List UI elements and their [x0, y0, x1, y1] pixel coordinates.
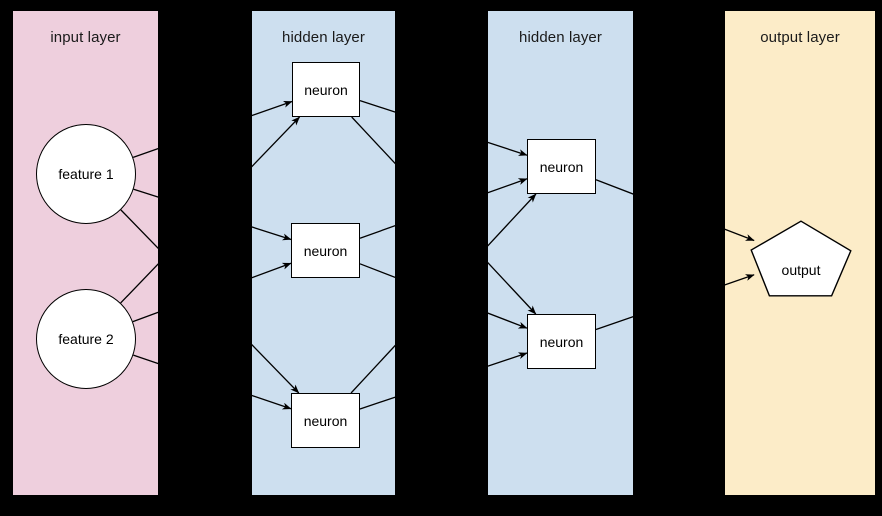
layer-title-input: input layer: [50, 29, 121, 46]
node-f1[interactable]: feature 1: [36, 124, 136, 224]
layer-title-hidden2: hidden layer: [519, 29, 602, 46]
layer-panel-input: input layer: [13, 11, 158, 495]
node-h2a[interactable]: neuron: [527, 139, 596, 194]
node-h1b[interactable]: neuron: [291, 223, 360, 278]
node-label-f1: feature 1: [58, 166, 114, 182]
node-label-f2: feature 2: [58, 331, 114, 347]
pentagon-icon: [750, 220, 852, 297]
node-h1a[interactable]: neuron: [292, 62, 360, 117]
layer-title-output: output layer: [760, 29, 840, 46]
node-out[interactable]: output: [750, 220, 852, 297]
node-label-h1c: neuron: [303, 412, 348, 429]
layer-panel-hidden2: hidden layer: [488, 11, 633, 495]
node-h1c[interactable]: neuron: [291, 393, 360, 448]
node-label-out: output: [781, 261, 821, 278]
node-h2b[interactable]: neuron: [527, 314, 596, 369]
node-label-h2b: neuron: [539, 333, 584, 350]
node-label-h1a: neuron: [304, 81, 348, 98]
node-label-h2a: neuron: [539, 158, 584, 175]
layer-title-hidden1: hidden layer: [282, 29, 365, 46]
node-f2[interactable]: feature 2: [36, 289, 136, 389]
node-label-h1b: neuron: [303, 242, 348, 259]
